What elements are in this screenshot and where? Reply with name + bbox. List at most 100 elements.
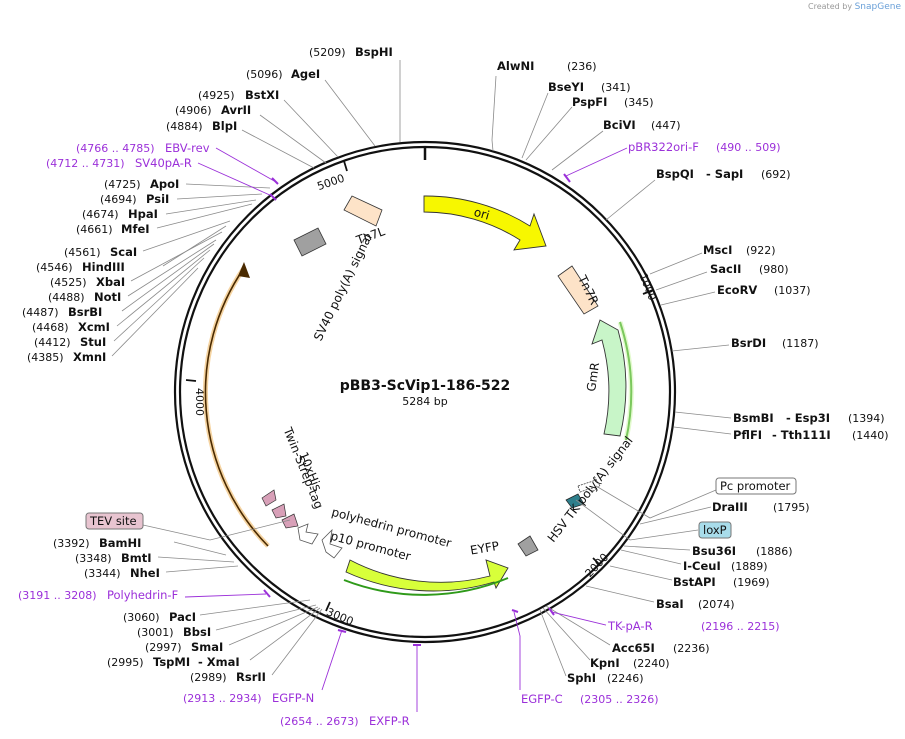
enzyme-xbai[interactable]: XbaI — [96, 275, 125, 289]
primer-egfp-c-range: (2305 .. 2326) — [580, 693, 659, 706]
snapgene-brand: SnapGene — [854, 2, 901, 12]
leader-stui — [113, 257, 205, 342]
leader-sv40pa-r — [197, 162, 273, 197]
enzyme-sapi-name: SapI — [715, 167, 744, 181]
enzyme-tspmi[interactable]: TspMI — [153, 655, 190, 669]
backbone — [173, 140, 677, 644]
enzyme-labels-left: (5209) BspHI (5096) AgeI (4925) BstXI (4… — [22, 45, 401, 684]
enzyme-stui[interactable]: StuI — [80, 335, 106, 349]
tick-label-4000: 4000 — [193, 388, 206, 416]
enzyme-i-ceui[interactable]: I-CeuI — [683, 559, 721, 573]
feature-tev-marker[interactable] — [281, 513, 299, 529]
enzyme-draiii[interactable]: DraIII — [712, 500, 748, 514]
feature-pc-promoter[interactable] — [577, 475, 601, 493]
enzyme-acc65i[interactable]: Acc65I — [612, 641, 655, 655]
enzyme-bsrdi[interactable]: BsrDI — [731, 336, 766, 350]
leader-bsrbi — [121, 243, 215, 312]
enzyme-bmti[interactable]: BmtI — [121, 551, 152, 565]
enzyme-mfei[interactable]: MfeI — [121, 222, 150, 236]
feature-ori-label: ori — [472, 205, 491, 223]
primer-mark-ebv-rev — [271, 177, 279, 185]
feature-twin-strep-tag[interactable] — [261, 489, 277, 507]
enzyme-bbsi[interactable]: BbsI — [183, 625, 211, 639]
enzyme-blpi[interactable]: BlpI — [212, 119, 237, 133]
enzyme-bsai[interactable]: BsaI — [656, 597, 684, 611]
enzyme-ecorv[interactable]: EcoRV — [717, 283, 757, 297]
leader-tk-pa-r — [551, 611, 607, 626]
leader-bsai — [585, 585, 655, 603]
enzyme-hpai[interactable]: HpaI — [128, 207, 158, 221]
feature-10xhis[interactable] — [271, 503, 287, 519]
enzyme-noti[interactable]: NotI — [94, 290, 121, 304]
leader-blpi — [241, 129, 315, 169]
enzyme-sphi[interactable]: SphI — [567, 671, 596, 685]
enzyme-nhei[interactable]: NheI — [130, 566, 160, 580]
leader-psii — [176, 193, 263, 200]
enzyme-bseyi[interactable]: BseYI — [548, 80, 584, 94]
enzyme-paci[interactable]: PacI — [169, 610, 196, 624]
enzyme-bstapi[interactable]: BstAPI — [673, 575, 716, 589]
feature-ori[interactable] — [423, 195, 547, 251]
leader-draiii — [639, 506, 712, 525]
enzyme-sacii[interactable]: SacII — [710, 262, 741, 276]
enzyme-i-ceui-pos: (1889) — [731, 560, 768, 573]
primer-ebv-rev[interactable]: EBV-rev — [165, 141, 210, 155]
primer-polyhedrin-f[interactable]: Polyhedrin-F — [107, 588, 178, 602]
enzyme-bsmbi[interactable]: BsmBI — [733, 411, 774, 425]
enzyme-smai[interactable]: SmaI — [191, 640, 223, 654]
tev-site-box[interactable] — [85, 512, 144, 530]
enzyme-xmai[interactable]: - XmaI — [198, 655, 240, 669]
primer-mark-pbr322ori-f — [563, 173, 571, 183]
enzyme-kpni[interactable]: KpnI — [590, 656, 620, 670]
primer-pbr322ori-f[interactable]: pBR322ori-F — [628, 140, 699, 154]
primer-labels: pBR322ori-F (490 .. 509) TK-pA-R (2196 .… — [18, 140, 781, 728]
feature-hsv-tk-polya[interactable] — [517, 535, 539, 557]
enzyme-bamhi[interactable]: BamHI — [99, 536, 141, 550]
enzyme-bspqi[interactable]: BspQI — [656, 167, 694, 181]
leader-avrii — [259, 114, 327, 164]
primer-egfp-n[interactable]: EGFP-N — [272, 691, 314, 705]
enzyme-bsphi[interactable]: BspHI — [355, 45, 393, 59]
enzyme-bstxi[interactable]: BstXI — [245, 88, 279, 102]
enzyme-bsu36i[interactable]: Bsu36I — [692, 544, 736, 558]
enzyme-agei[interactable]: AgeI — [291, 67, 320, 81]
enzyme-apoi[interactable]: ApoI — [150, 177, 179, 191]
feature-tn7r[interactable] — [557, 265, 599, 315]
feature-sv40-polya[interactable] — [293, 227, 327, 257]
feature-p10-promoter[interactable] — [321, 528, 343, 559]
enzyme-scai[interactable]: ScaI — [110, 245, 137, 259]
primer-tk-pa-r[interactable]: TK-pA-R — [607, 619, 653, 633]
tick-mark-3000 — [325, 601, 331, 612]
leader-pflfi — [673, 426, 732, 435]
loxp-box[interactable] — [698, 521, 732, 539]
enzyme-alwni[interactable]: AlwNI — [497, 59, 534, 73]
enzyme-bcivi[interactable]: BciVI — [603, 118, 636, 132]
feature-eyfp[interactable] — [345, 559, 509, 592]
primer-exfp-r[interactable]: EXFP-R — [369, 714, 410, 728]
enzyme-tth111i[interactable]: - Tth111I — [772, 428, 831, 442]
feature-gmr[interactable] — [591, 319, 627, 437]
enzyme-hindiii[interactable]: HindIII — [82, 260, 125, 274]
feature-loxp[interactable] — [565, 493, 585, 509]
feature-orf-arc[interactable] — [204, 267, 269, 547]
enzyme-pflfi[interactable]: PflFI — [733, 428, 762, 442]
enzyme-avrii[interactable]: AvrII — [221, 103, 251, 117]
enzyme-ecorv-pos: (1037) — [774, 284, 811, 297]
enzyme-msci[interactable]: MscI — [703, 243, 732, 257]
enzyme-sapi[interactable]: - SapI — [706, 167, 743, 181]
enzyme-bseyi-pos: (341) — [601, 81, 631, 94]
enzyme-esp3i[interactable]: - Esp3I — [786, 411, 830, 425]
primer-egfp-c[interactable]: EGFP-C — [521, 692, 563, 706]
pc-promoter-box[interactable] — [715, 477, 797, 495]
enzyme-xcmi[interactable]: XcmI — [78, 320, 110, 334]
enzyme-scai-pos: (4561) — [64, 246, 101, 259]
feature-tn7l[interactable] — [343, 195, 383, 227]
enzyme-bsrbi[interactable]: BsrBI — [68, 305, 102, 319]
enzyme-psii[interactable]: PsiI — [146, 192, 169, 206]
enzyme-xmni[interactable]: XmnI — [73, 350, 106, 364]
enzyme-rsrii[interactable]: RsrII — [236, 670, 266, 684]
feature-polyhedrin-promoter[interactable] — [297, 523, 319, 545]
leader-egfp-c — [513, 611, 521, 690]
enzyme-pspfi[interactable]: PspFI — [572, 95, 607, 109]
primer-sv40pa-r[interactable]: SV40pA-R — [135, 156, 192, 170]
